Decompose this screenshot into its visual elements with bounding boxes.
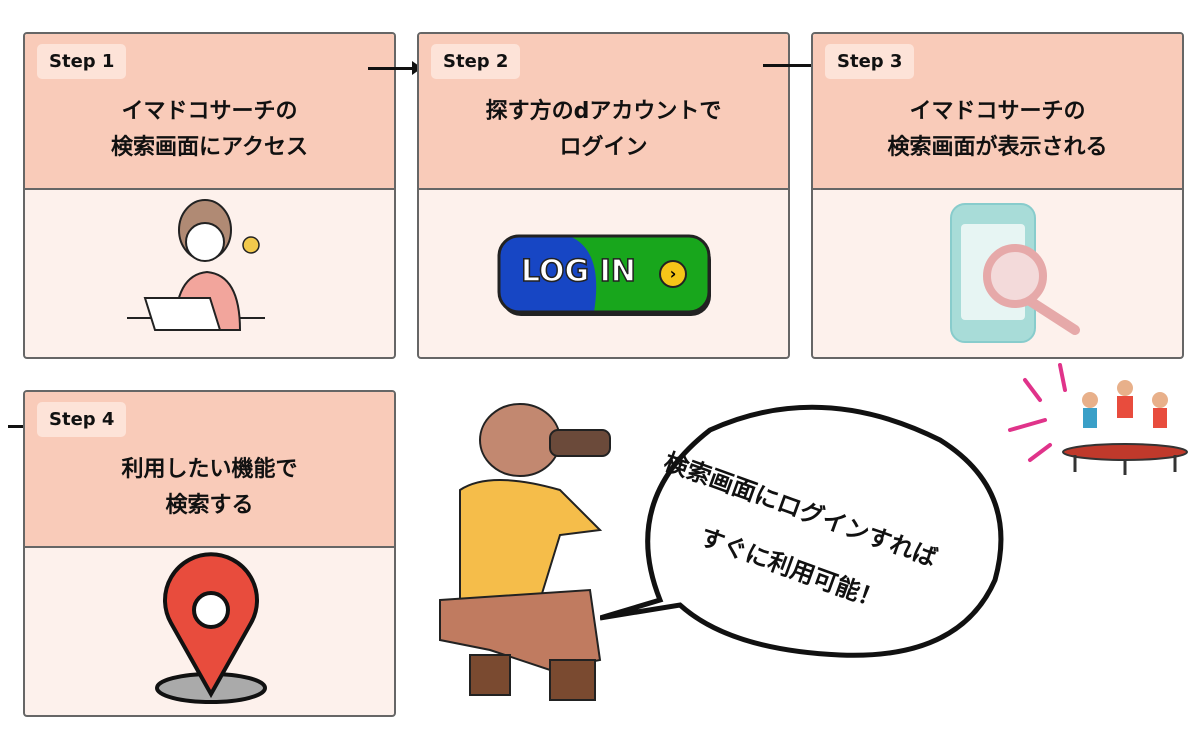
login-button-illustration — [497, 234, 711, 316]
speech-bubble: 検索画面にログインすれば すぐに利用可能！ — [599, 390, 1020, 680]
woman-laptop-illustration — [127, 199, 265, 331]
step-title: イマドコサーチの 検索画面が表示される — [887, 99, 1108, 160]
map-pin-icon — [155, 552, 267, 704]
step-label: Step 1 — [37, 44, 127, 79]
step-label: Step 3 — [825, 44, 915, 79]
login-button-label: LOG IN — [520, 253, 636, 290]
woman-binoculars-illustration — [439, 403, 611, 701]
step-title: イマドコサーチの 検索画面にアクセス — [111, 99, 308, 160]
step-3-card: Step 3 イマドコサーチの 検索画面が表示される — [811, 32, 1184, 359]
step-label: Step 2 — [431, 44, 521, 79]
step-title: 利用したい機能で 検索する — [121, 457, 298, 518]
step-title: 探す方のdアカウントで ログイン — [485, 99, 722, 160]
step-1-card: Step 1 イマドコサーチの 検索画面にアクセス — [23, 32, 396, 359]
lightbulb-icon — [242, 236, 260, 254]
step-2-card: Step 2 探す方のdアカウントで ログイン LOG IN › — [417, 32, 790, 359]
phone-search-illustration — [950, 203, 1080, 343]
chevron-right-icon: › — [659, 260, 687, 288]
arrow-icon — [368, 61, 422, 75]
kids-trampoline-illustration — [1008, 363, 1188, 475]
step-label: Step 4 — [37, 402, 127, 437]
step-4-card: Step 4 利用したい機能で 検索する — [23, 390, 396, 717]
